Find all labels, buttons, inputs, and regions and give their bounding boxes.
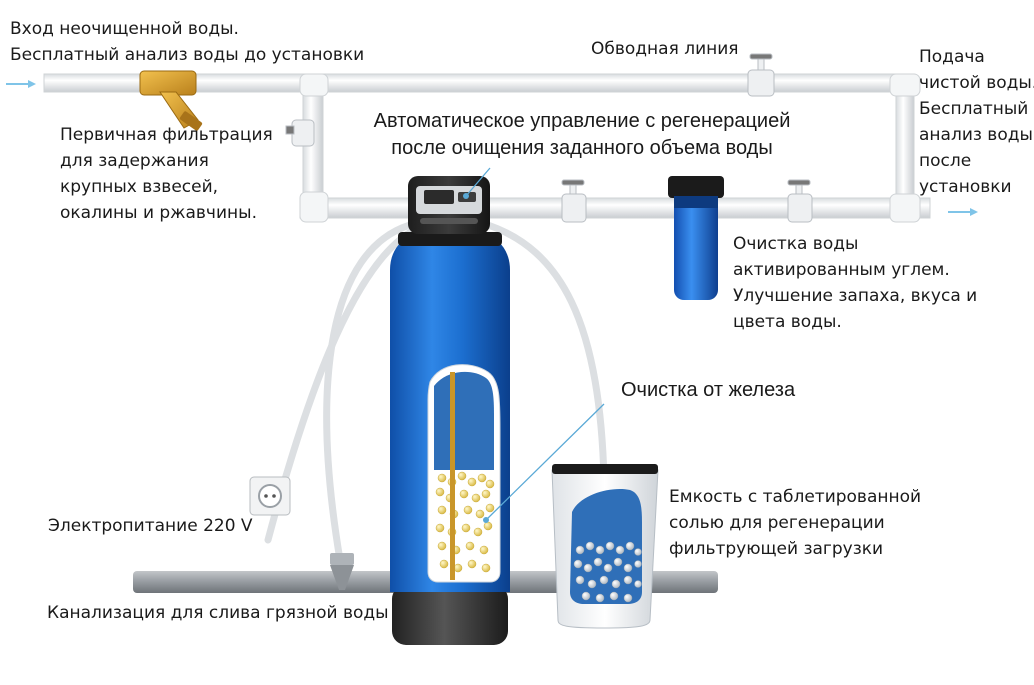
brine-label-line-2: солью для регенерации [669, 513, 885, 533]
carbon-label: Очистка воды активированным углем. Улучш… [733, 231, 977, 335]
inlet-label-line-2: Бесплатный анализ воды до установки [10, 45, 365, 65]
brine-label-line-1: Емкость с таблетированной [669, 487, 922, 507]
prefilter-label-line-4: окалины и ржавчины. [60, 203, 257, 223]
prefilter-label-line-1: Первичная фильтрация [60, 125, 273, 145]
brine-label-line-3: фильтрующей загрузки [669, 539, 884, 559]
outlet-label-line-4: анализ воды [919, 125, 1033, 145]
bypass-label: Обводная линия [591, 36, 739, 62]
carbon-filter [668, 176, 724, 300]
carbon-label-line-4: цвета воды. [733, 312, 842, 332]
brine-label: Емкость с таблетированной солью для реге… [669, 484, 921, 562]
brass-strainer [139, 70, 203, 131]
flow-arrow-icon [6, 80, 978, 216]
auto-control-label-line-2: после очищения заданного объема воды [391, 137, 773, 159]
carbon-label-line-3: Улучшение запаха, вкуса и [733, 286, 978, 306]
iron-removal-tank [390, 226, 510, 645]
bypass-label-text: Обводная линия [591, 39, 739, 59]
iron-label: Очистка от железа [621, 377, 795, 404]
auto-control-label: Автоматическое управление с регенерацией… [362, 108, 802, 162]
drain-nozzle [330, 553, 354, 590]
power-label: Электропитание 220 V [48, 513, 253, 539]
leader-lines [463, 167, 605, 523]
inlet-label-line-1: Вход неочищенной воды. [10, 19, 239, 39]
prefilter-label-line-3: крупных взвесей, [60, 177, 219, 197]
brine-tank [551, 464, 659, 629]
power-label-text: Электропитание 220 V [48, 516, 253, 536]
outlet-label-line-5: после [919, 151, 972, 171]
outlet-label-line-6: установки [919, 177, 1012, 197]
drain-label: Канализация для слива грязной воды [47, 600, 389, 626]
inlet-label: Вход неочищенной воды. Бесплатный анализ… [10, 16, 364, 68]
carbon-label-line-2: активированным углем. [733, 260, 950, 280]
wall-socket-icon [249, 476, 291, 516]
outlet-label: Подача чистой воды. Бесплатный анализ во… [919, 44, 1034, 200]
carbon-label-line-1: Очистка воды [733, 234, 859, 254]
drain-label-text: Канализация для слива грязной воды [47, 603, 389, 623]
outlet-label-line-2: чистой воды. [919, 73, 1034, 93]
control-valve-head [408, 176, 490, 234]
auto-control-label-line-1: Автоматическое управление с регенерацией [373, 110, 791, 132]
valve-icon [285, 53, 813, 223]
outlet-label-line-3: Бесплатный [919, 99, 1029, 119]
prefilter-label: Первичная фильтрация для задержания круп… [60, 122, 273, 226]
outlet-label-line-1: Подача [919, 47, 985, 67]
iron-label-text: Очистка от железа [621, 379, 796, 401]
prefilter-label-line-2: для задержания [60, 151, 209, 171]
